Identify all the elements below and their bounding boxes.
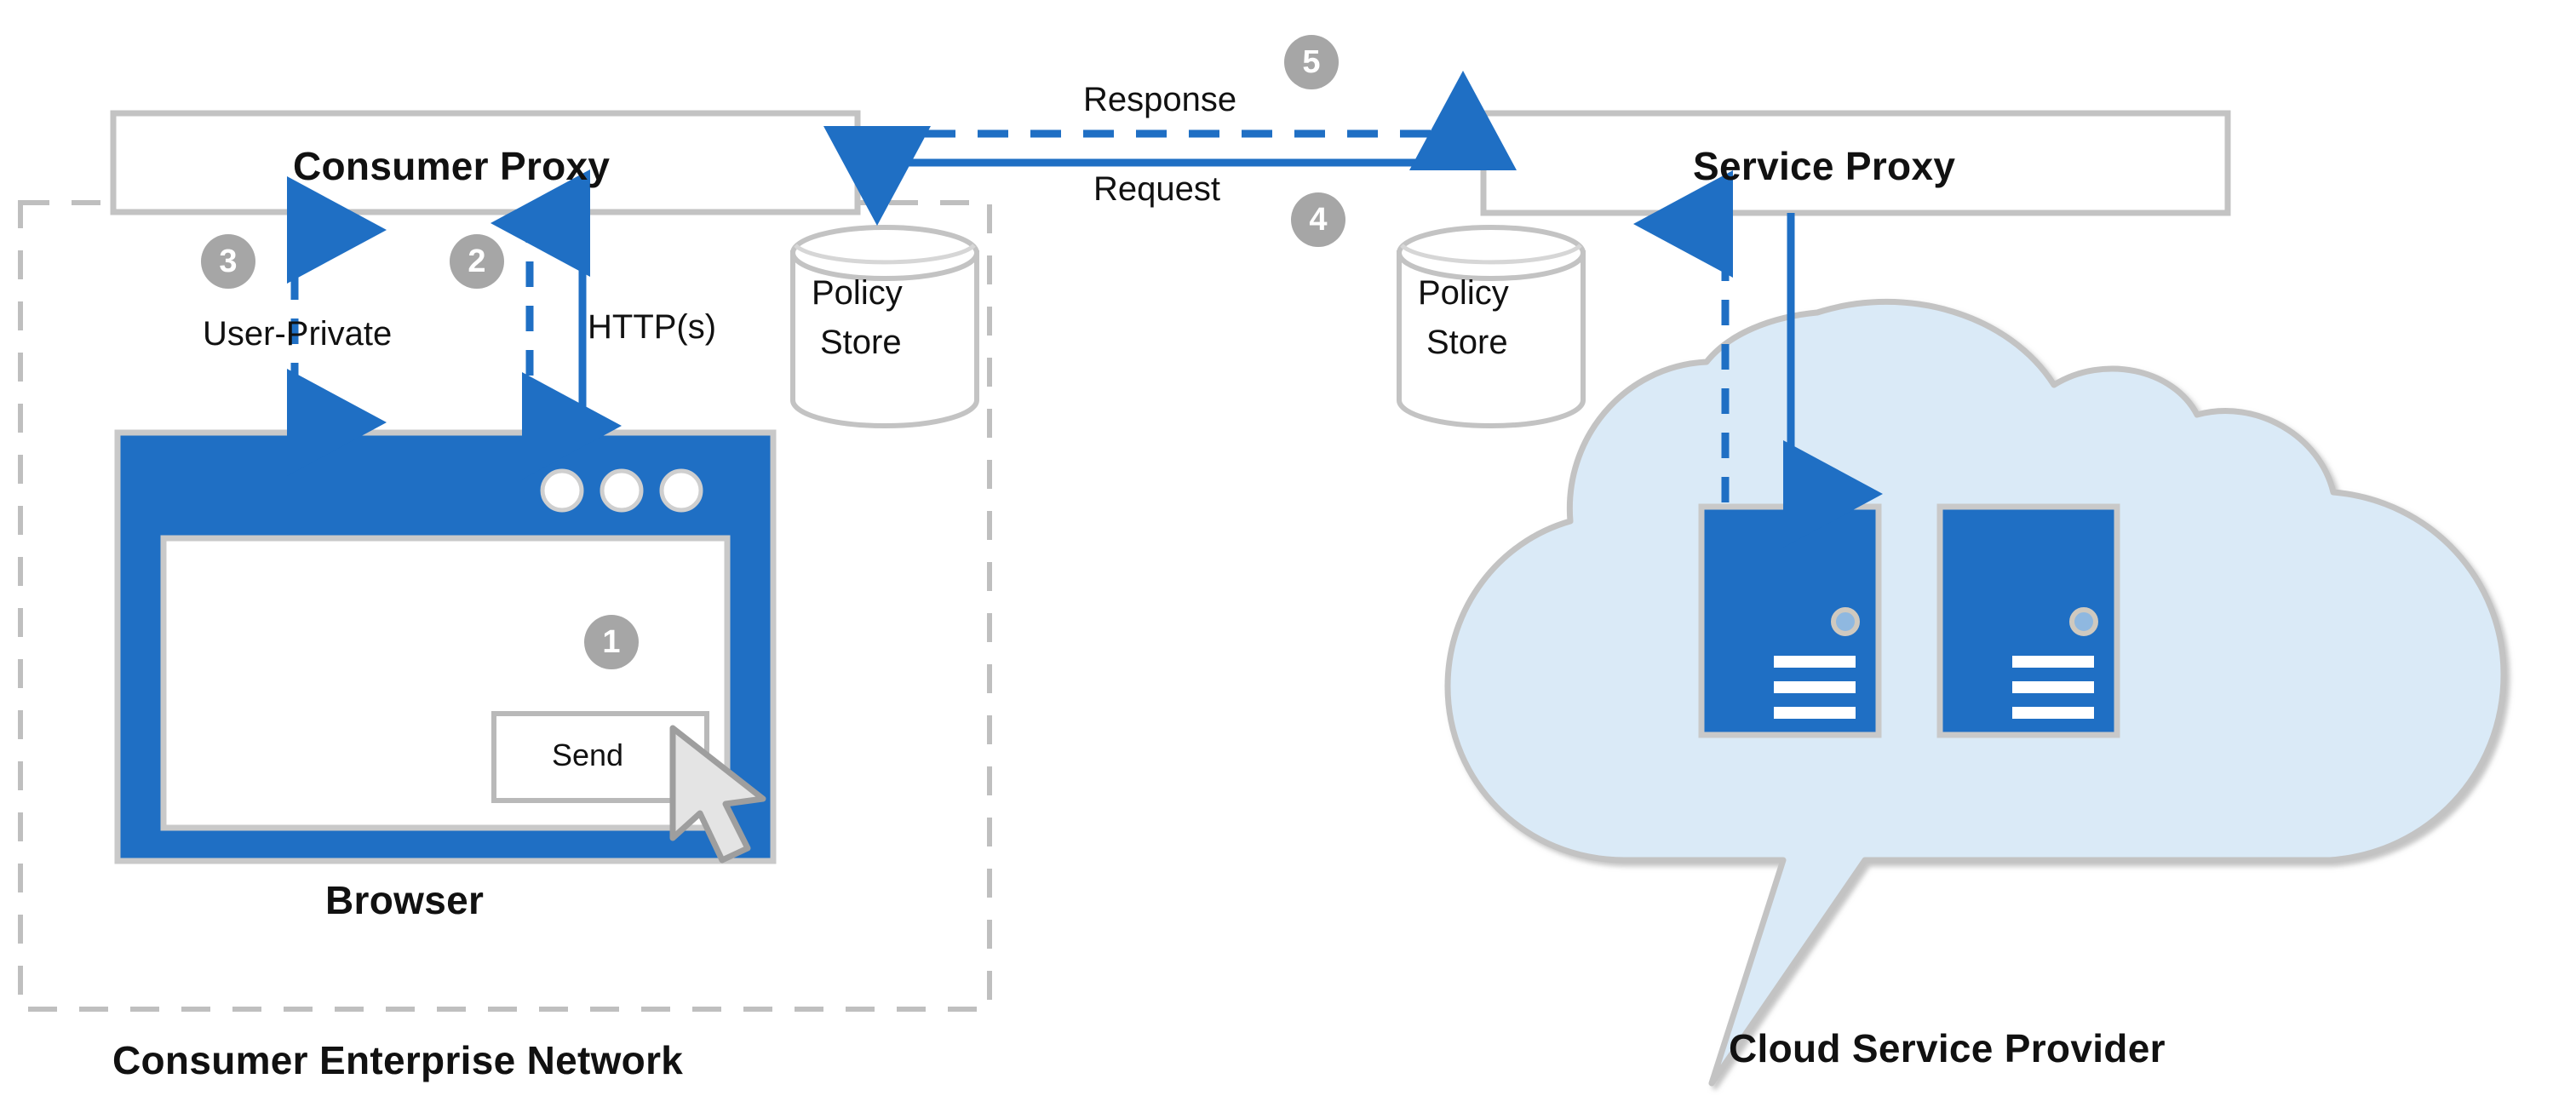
browser-dot-3	[659, 468, 703, 513]
policy-store-consumer-line2: Store	[820, 324, 902, 361]
connector-label-user-private: User-Private	[203, 315, 393, 353]
browser-caption: Browser	[325, 878, 485, 922]
step-badge-3: 3	[201, 234, 255, 289]
policy-store-consumer	[790, 225, 979, 428]
step-badge-2: 2	[450, 234, 504, 289]
step-badge-5: 5	[1284, 35, 1339, 89]
browser-window[interactable]	[114, 429, 777, 864]
service-proxy-label: Service Proxy	[1693, 144, 1956, 188]
send-button-label[interactable]: Send	[552, 737, 624, 772]
server-2	[1936, 503, 2120, 738]
cloud-label: Cloud Service Provider	[1729, 1026, 2166, 1070]
connector-label-request: Request	[1093, 170, 1220, 208]
consumer-proxy-label: Consumer Proxy	[293, 144, 611, 188]
policy-store-service-line2: Store	[1426, 324, 1508, 361]
browser-dot-2	[600, 468, 644, 513]
policy-store-consumer-line1: Policy	[812, 274, 903, 312]
server-1	[1698, 503, 1882, 738]
connector-label-https: HTTP(s)	[588, 308, 717, 346]
browser-dot-1	[540, 468, 584, 513]
policy-store-service	[1397, 225, 1586, 428]
connector-label-response: Response	[1083, 81, 1237, 118]
cursor-icon	[669, 725, 766, 864]
step-badge-1: 1	[584, 615, 639, 669]
consumer-network-label: Consumer Enterprise Network	[112, 1038, 684, 1082]
step-badge-4: 4	[1291, 192, 1345, 247]
policy-store-service-line1: Policy	[1418, 274, 1509, 312]
